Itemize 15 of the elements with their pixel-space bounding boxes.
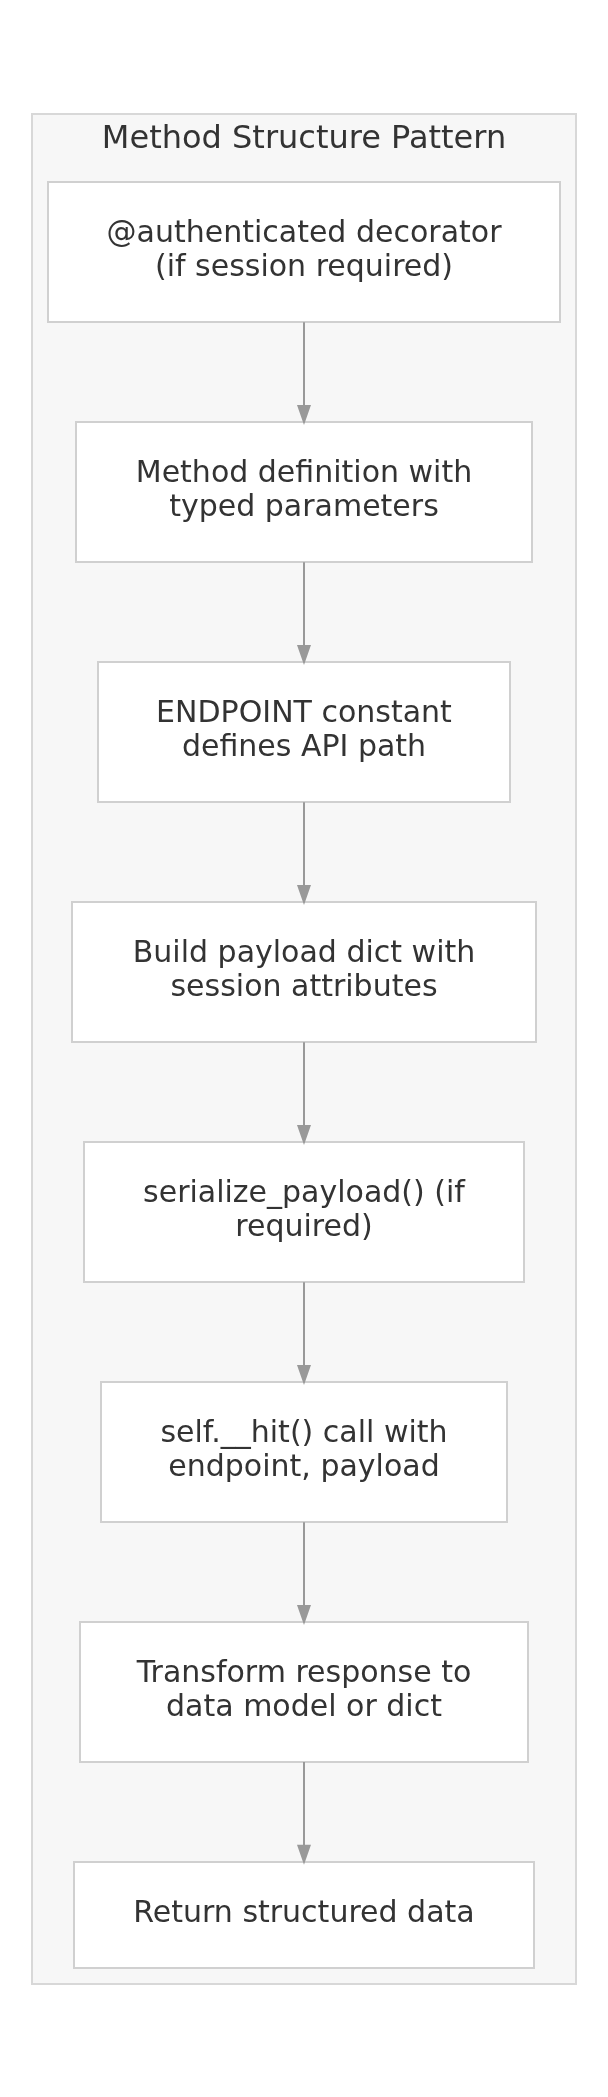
node-box: Build payload dict with session attributes <box>71 900 537 1043</box>
arrow <box>297 1040 311 1145</box>
arrow <box>297 560 311 665</box>
arrow <box>297 1280 311 1385</box>
node-box: self.__hit() call with endpoint, payload <box>100 1380 508 1523</box>
arrow <box>297 1520 311 1625</box>
node-box: serialize_payload() (if required) <box>83 1140 525 1283</box>
node-box: @authenticated decorator (if session required) <box>47 180 561 323</box>
arrow <box>297 1760 311 1865</box>
node-box: Method definition with typed parameters <box>75 420 533 563</box>
arrow <box>297 320 311 425</box>
node-box: ENDPOINT constant defines API path <box>97 660 511 803</box>
arrow <box>297 800 311 905</box>
node-box: Transform response to data model or dict <box>79 1620 529 1763</box>
node-box: Return structured data <box>73 1860 535 1969</box>
